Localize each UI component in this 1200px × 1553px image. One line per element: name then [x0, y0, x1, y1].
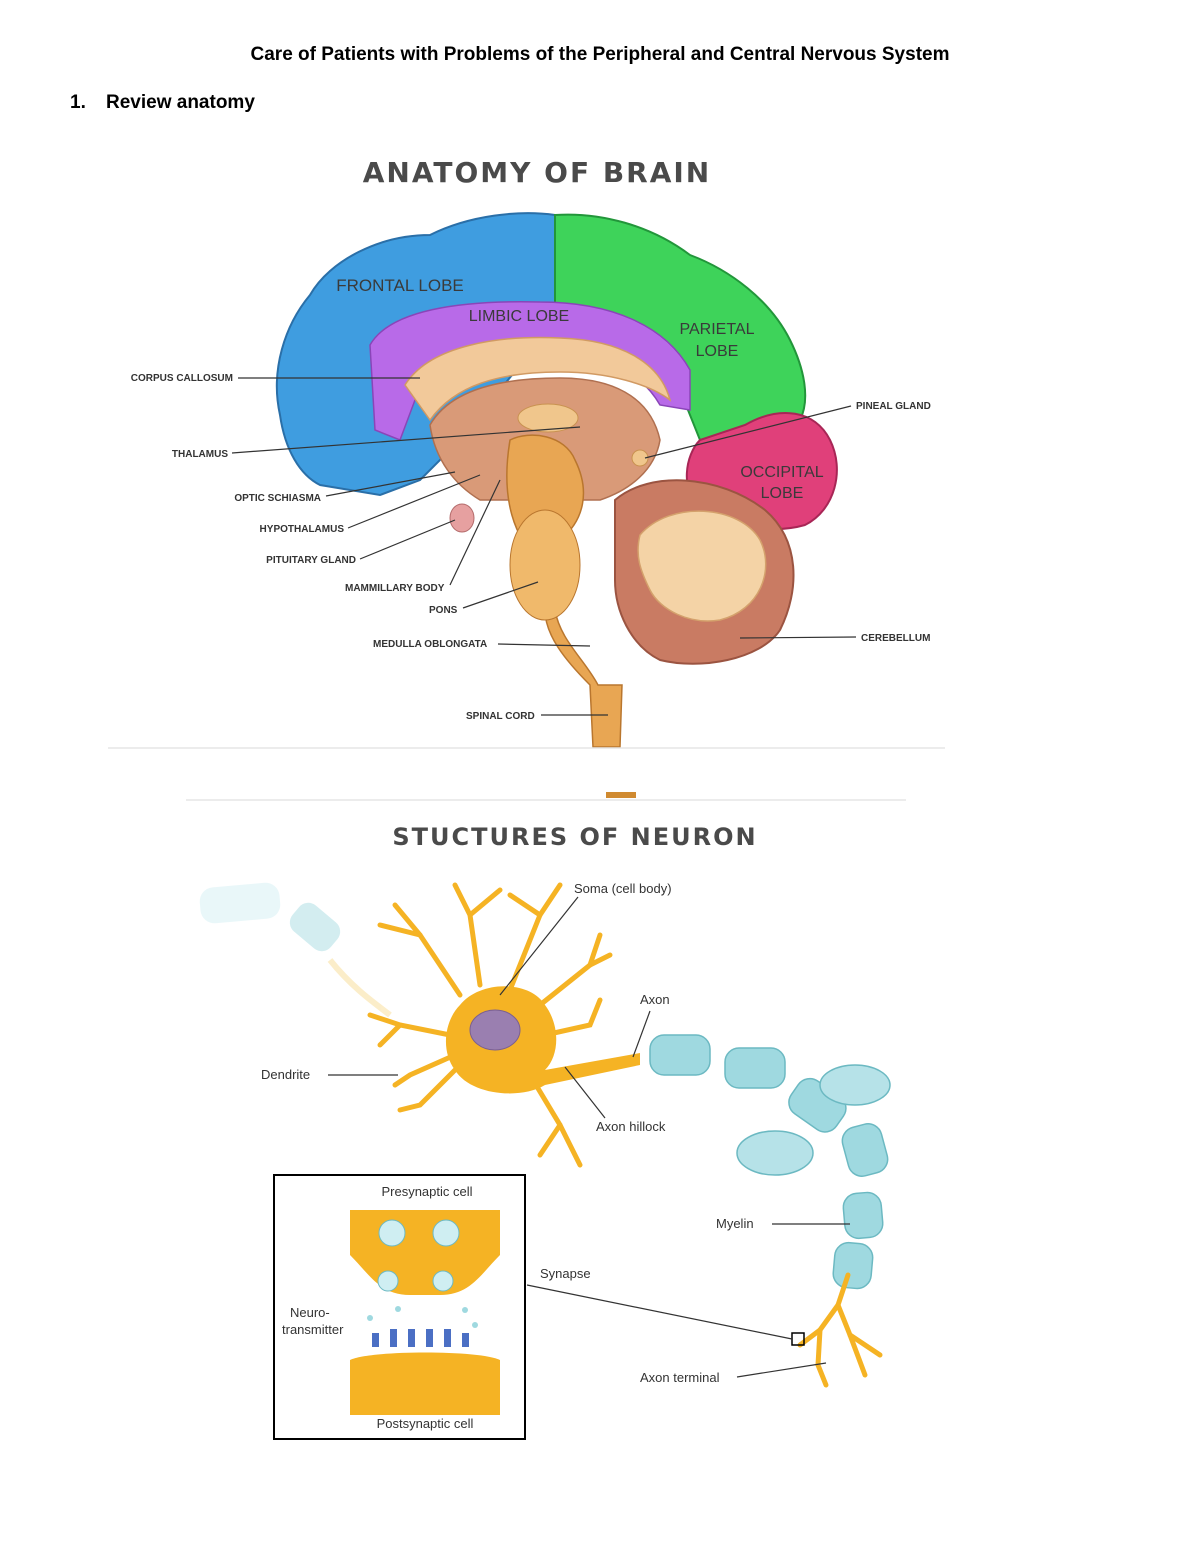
- corpus-callosum-region: [404, 336, 672, 422]
- presynaptic-label: Presynaptic cell: [381, 1184, 472, 1199]
- pineal-gland-leader: [644, 405, 852, 459]
- synapse-label: Synapse: [540, 1266, 591, 1281]
- medulla-oblongata-leader: [497, 643, 591, 647]
- document-title: Care of Patients with Problems of the Pe…: [250, 44, 950, 65]
- section-heading-text: Review anatomy: [106, 92, 255, 113]
- receptors: [372, 1329, 469, 1347]
- neuron-figure-title: STUCTURES OF NEURON: [392, 823, 757, 851]
- section-heading: 1. Review anatomy: [70, 92, 255, 114]
- neurotransmitter-label-1: Neuro-: [290, 1305, 330, 1320]
- corpus-callosum-label: CORPUS CALLOSUM: [131, 373, 233, 384]
- soma-leader: [499, 896, 579, 996]
- postsynaptic-label: Postsynaptic cell: [377, 1416, 474, 1431]
- optic-schiasma-label: OPTIC SCHIASMA: [234, 493, 321, 504]
- brain-anatomy-figure: ANATOMY OF BRAIN FRONTAL LOBE LIMBIC LOB…: [108, 156, 945, 749]
- pons-leader: [462, 581, 539, 609]
- synapse-leader: [526, 1284, 793, 1340]
- thalamus-label: THALAMUS: [172, 449, 228, 460]
- parietal-lobe-label-1: PARIETAL: [680, 321, 755, 338]
- neurotransmitter-dots: [367, 1306, 478, 1328]
- axon-terminal-label: Axon terminal: [640, 1370, 720, 1385]
- pituitary-gland-label: PITUITARY GLAND: [266, 555, 356, 566]
- thalamus-leader: [231, 426, 581, 454]
- pineal-shape: [631, 449, 649, 467]
- cerebellum-leader: [739, 636, 857, 639]
- pons-shape: [509, 509, 581, 621]
- axon-terminal-leader: [736, 1362, 827, 1378]
- frontal-lobe-label: FRONTAL LOBE: [336, 276, 464, 295]
- soma-label: Soma (cell body): [574, 881, 672, 896]
- hypothalamus-leader: [347, 474, 481, 529]
- myelin-label: Myelin: [716, 1216, 754, 1231]
- synapse-inset: [273, 1174, 526, 1440]
- section-number: 1.: [70, 92, 86, 113]
- mammillary-body-label: MAMMILLARY BODY: [345, 583, 445, 594]
- brain-figure-title: ANATOMY OF BRAIN: [363, 156, 712, 189]
- medulla-oblongata-label: MEDULLA OBLONGATA: [373, 639, 487, 650]
- cerebellum-arbor: [637, 510, 767, 622]
- axon-leader: [632, 1010, 651, 1058]
- limbic-lobe-label: LIMBIC LOBE: [469, 308, 569, 325]
- pons-label: PONS: [429, 605, 458, 616]
- soma-nucleus: [469, 1009, 521, 1051]
- mammillary-body-leader: [449, 479, 501, 586]
- hypothalamus-label: HYPOTHALAMUS: [260, 524, 345, 535]
- spinal-cord-stub: [606, 792, 636, 798]
- thalamus-shape: [517, 403, 579, 433]
- upstream-axon: [199, 882, 392, 1018]
- axon-terminals: [797, 1272, 883, 1388]
- myelin-sheath: [649, 1034, 891, 1290]
- axon-hillock-leader: [564, 1066, 606, 1119]
- optic-schiasma-leader: [325, 471, 456, 497]
- neuron-structure-figure: STUCTURES OF NEURON: [186, 792, 906, 1440]
- occipital-lobe-label-2: LOBE: [761, 485, 804, 502]
- neurotransmitter-label-2: transmitter: [282, 1322, 344, 1337]
- pineal-gland-label: PINEAL GLAND: [856, 401, 931, 412]
- axon-hillock-label: Axon hillock: [596, 1119, 666, 1134]
- occipital-lobe-label-1: OCCIPITAL: [740, 464, 823, 481]
- cerebellum-label: CEREBELLUM: [861, 633, 930, 644]
- dendrite-label: Dendrite: [261, 1067, 310, 1082]
- dendrites: [367, 882, 613, 1168]
- axon-label: Axon: [640, 992, 670, 1007]
- spinal-cord-label: SPINAL CORD: [466, 711, 535, 722]
- pituitary-gland-leader: [359, 519, 456, 560]
- parietal-lobe-label-2: LOBE: [696, 343, 739, 360]
- pituitary-shape: [449, 503, 475, 533]
